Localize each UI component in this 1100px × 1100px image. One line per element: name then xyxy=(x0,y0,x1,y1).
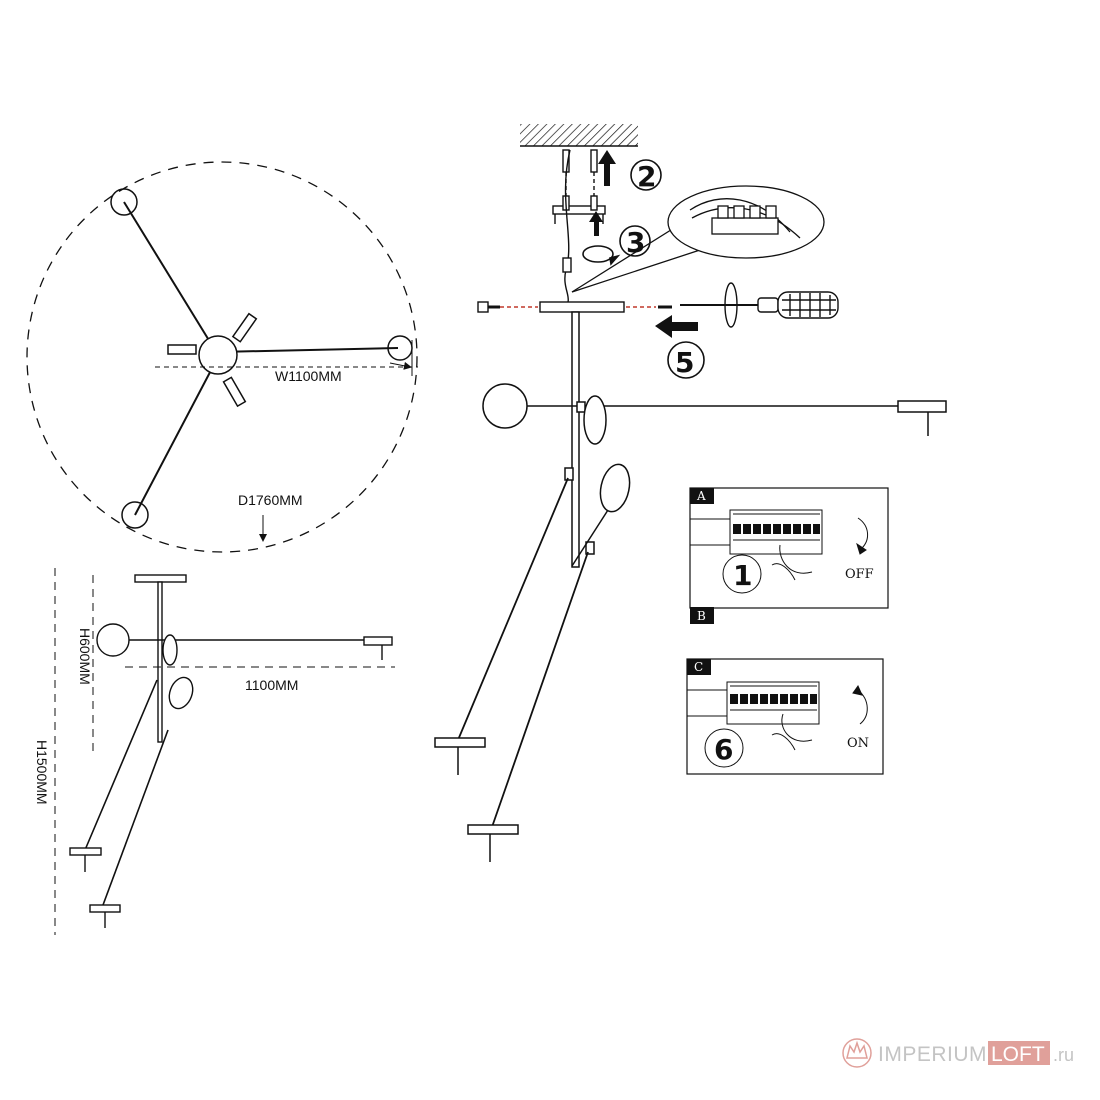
screwdriver-icon xyxy=(680,282,839,328)
hub xyxy=(198,335,238,375)
mounting-parts xyxy=(477,149,672,313)
globe-end-top xyxy=(110,188,138,216)
panel-a-letter: A xyxy=(696,489,706,503)
top-width-label: W1100MM xyxy=(275,368,342,384)
step-2-circle xyxy=(630,159,662,191)
globe-end-bottom xyxy=(121,501,149,529)
rotate-icon xyxy=(582,245,621,266)
ceiling xyxy=(520,124,638,147)
breaker-switches-on xyxy=(730,694,817,704)
breaker-switches-off xyxy=(733,524,820,534)
top-view xyxy=(26,161,418,553)
panel-c-letter: C xyxy=(694,660,703,674)
step-5-circle xyxy=(667,341,705,379)
diameter-circle xyxy=(26,161,418,553)
top-diameter-label: D1760MM xyxy=(238,492,303,508)
step-3-circle xyxy=(619,225,651,257)
breaker-panel-on: 6 ON C xyxy=(686,658,884,775)
watermark: IMPERIUM LOFT .ru xyxy=(842,1038,1074,1068)
step-2-label: 2 xyxy=(637,160,656,193)
side-view xyxy=(54,568,395,935)
breaker-panel-off: 1 OFF A B xyxy=(689,487,889,624)
up-arrow-icon xyxy=(598,150,616,186)
side-width-label: 1100MM xyxy=(245,677,298,693)
watermark-tld: .ru xyxy=(1053,1045,1074,1065)
terminal-callout xyxy=(571,185,825,293)
watermark-box-text: LOFT xyxy=(991,1043,1045,1066)
left-arrow-icon xyxy=(655,315,698,338)
step-1-label: 1 xyxy=(733,559,752,592)
step-5-label: 5 xyxy=(675,346,694,379)
crown-logo-icon xyxy=(842,1038,872,1068)
panel-b-letter: B xyxy=(697,609,706,623)
step-3-label: 3 xyxy=(626,226,645,259)
side-height-total-label: H1500MM xyxy=(34,740,50,805)
off-label: OFF xyxy=(845,567,874,582)
up-arrow-small-icon xyxy=(589,211,603,236)
step-6-label: 6 xyxy=(714,733,733,766)
on-label: ON xyxy=(847,736,869,751)
watermark-main: IMPERIUM xyxy=(878,1043,987,1066)
fixture-large xyxy=(434,311,947,862)
watermark-box xyxy=(988,1041,1050,1065)
side-height-short-label: H600MM xyxy=(77,628,93,685)
